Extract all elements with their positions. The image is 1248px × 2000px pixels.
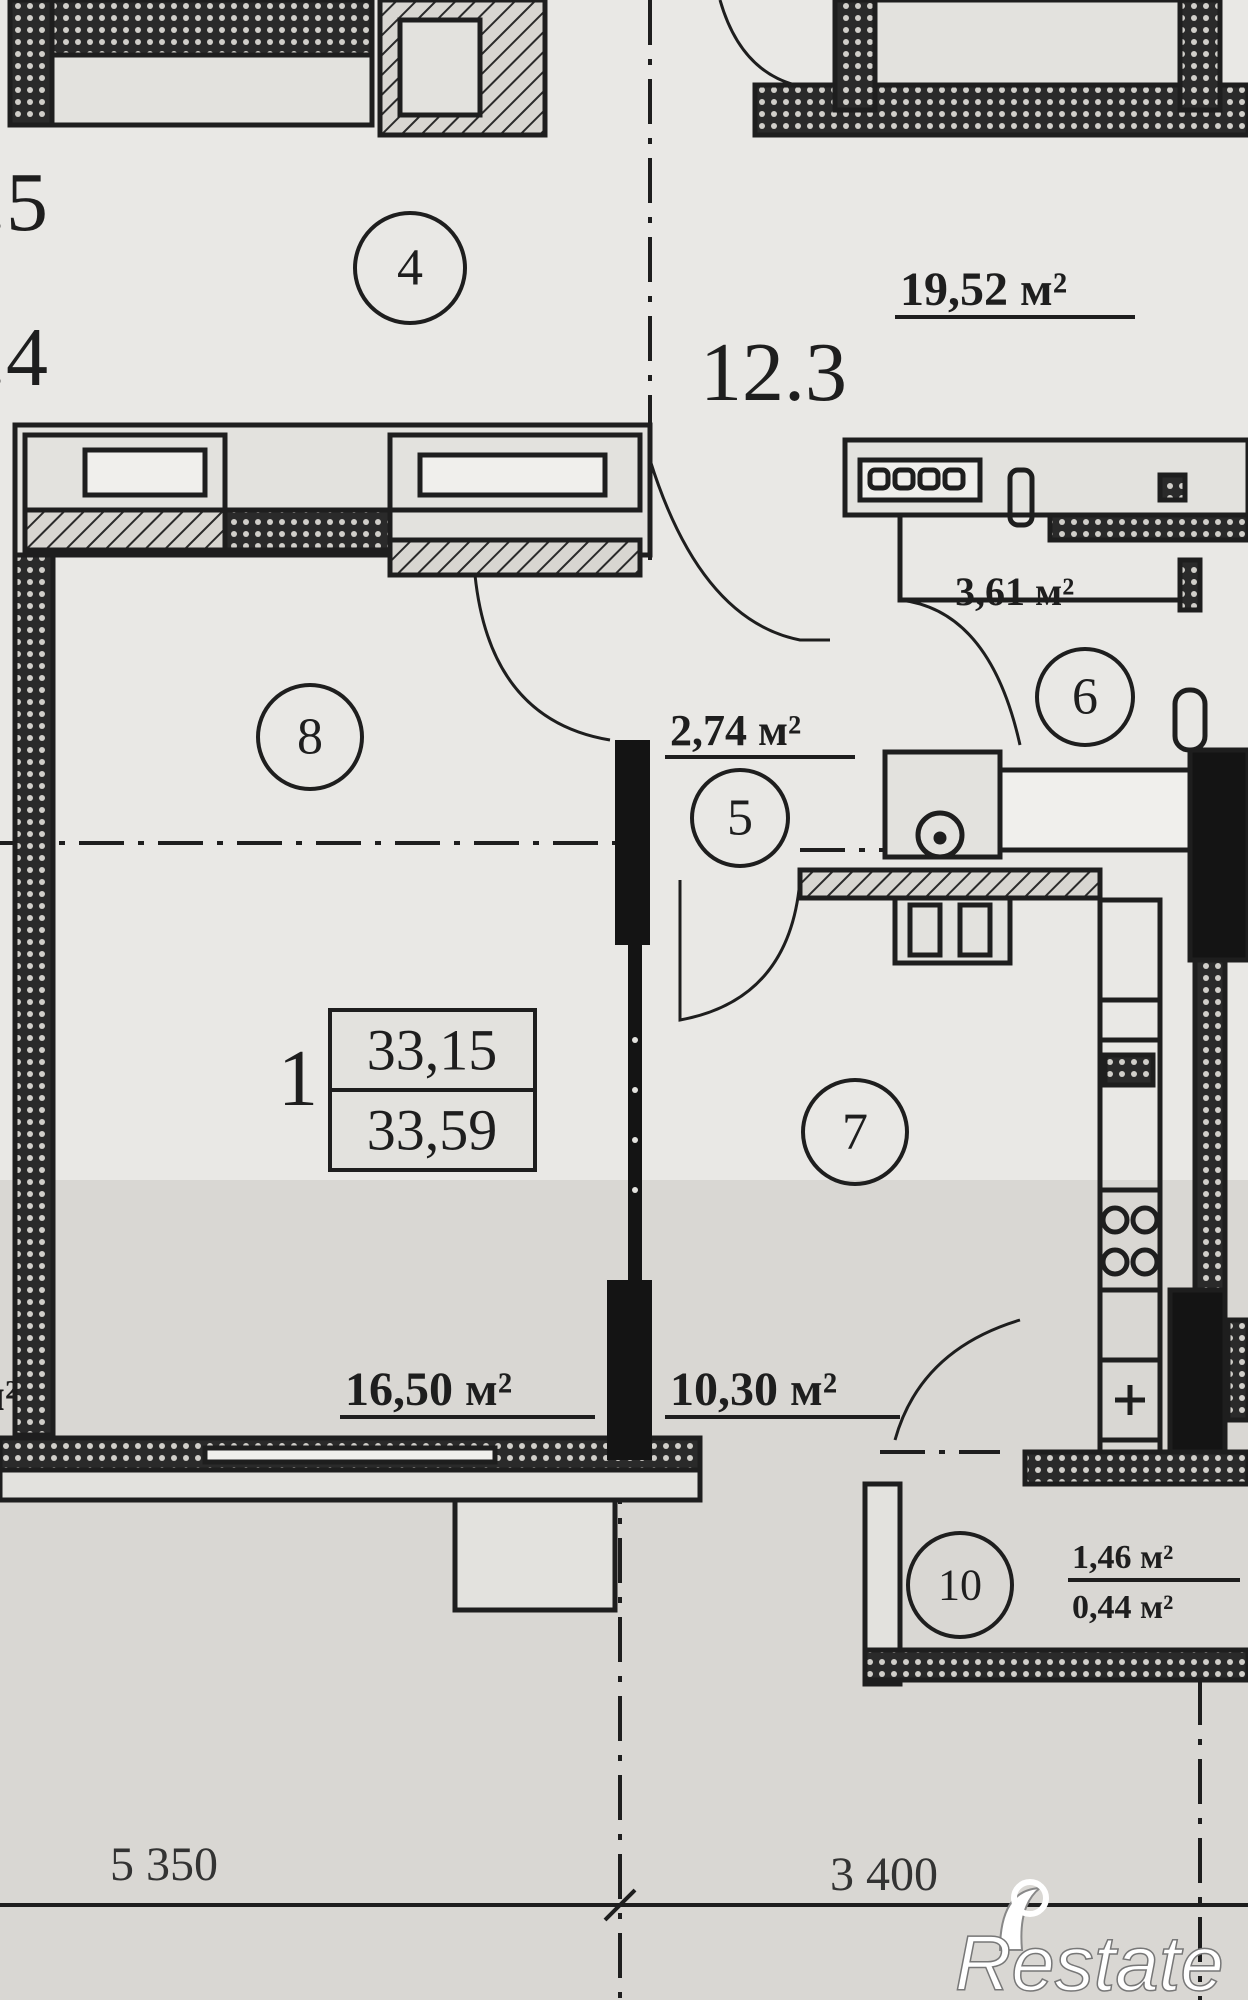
room-6-number: 6 bbox=[1072, 669, 1098, 726]
apartment-area-living: 33,15 bbox=[367, 1018, 498, 1083]
dimension-left: 5 350 bbox=[110, 1838, 218, 1891]
main-walls bbox=[0, 422, 703, 1503]
door-swings bbox=[473, 459, 1022, 1441]
room-10-number: 10 bbox=[938, 1561, 982, 1610]
room-4-circle bbox=[353, 211, 467, 325]
room-6-area: 3,61 м² bbox=[955, 569, 1074, 614]
edge-label-right: 12.3 bbox=[700, 326, 847, 419]
restate-logo: Restate bbox=[954, 1879, 1225, 2000]
apartment-number: 1 bbox=[278, 1035, 318, 1123]
watermark-text: Restate bbox=[955, 1919, 1224, 2000]
top-right-fragment bbox=[752, 0, 1248, 138]
room-5-number: 5 bbox=[727, 790, 753, 847]
room-5-area: 2,74 м² bbox=[670, 706, 801, 755]
room-4-number: 4 bbox=[397, 240, 423, 297]
left-fragment-area: м² bbox=[0, 1371, 18, 1420]
apartment-area-total: 33,59 bbox=[367, 1098, 498, 1163]
room-10-area-top: 1,46 м² bbox=[1072, 1539, 1173, 1576]
right-block bbox=[452, 437, 1248, 1687]
partition-dots bbox=[632, 1037, 638, 1193]
dimension-tick bbox=[603, 1888, 637, 1922]
door-swing-top bbox=[718, 0, 796, 87]
room-8-number: 8 bbox=[297, 709, 323, 766]
room-8-circle bbox=[256, 683, 364, 791]
room-7-area: 10,30 м² bbox=[670, 1363, 837, 1416]
room-8-area: 16,50 м² bbox=[345, 1363, 512, 1416]
room-5-circle bbox=[690, 768, 790, 868]
room-7-circle bbox=[801, 1078, 909, 1186]
room-10-area-bottom: 0,44 м² bbox=[1072, 1589, 1173, 1626]
room-circles bbox=[256, 211, 1135, 1639]
room-7-number: 7 bbox=[842, 1104, 868, 1161]
top-left-fragment bbox=[7, 0, 548, 138]
edge-label-top: .5 bbox=[0, 156, 48, 249]
neighbor-area-label: 19,52 м² bbox=[900, 263, 1067, 316]
room-10-circle bbox=[906, 1531, 1014, 1639]
partition bbox=[607, 740, 652, 1460]
room-6-circle bbox=[1035, 647, 1135, 747]
dimension-right: 3 400 bbox=[830, 1848, 938, 1901]
edge-label-middle: .4 bbox=[0, 311, 48, 404]
